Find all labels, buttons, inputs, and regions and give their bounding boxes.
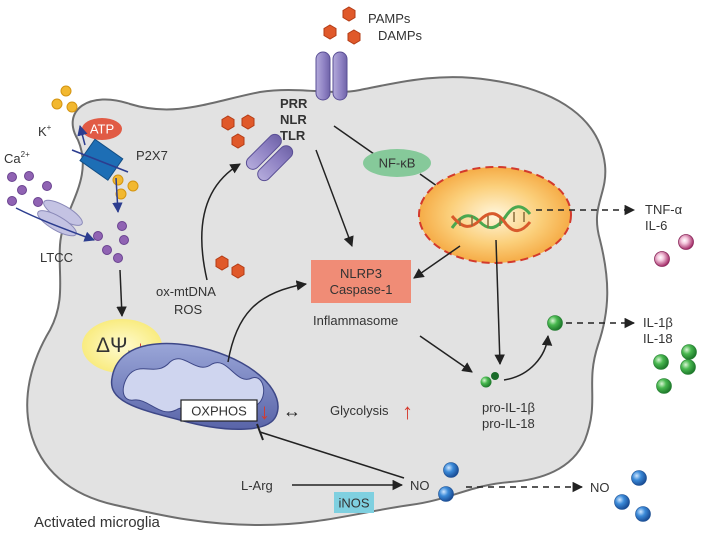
nfkb-badge <box>363 149 431 177</box>
internal-pamp-particles <box>215 114 255 279</box>
p2x7-channel <box>71 138 129 181</box>
nfkb-label: NF-κB <box>379 156 416 171</box>
tnf-il6-cytokines <box>654 234 694 267</box>
k-efflux-arrow <box>77 124 88 146</box>
pamp-hexagon <box>231 133 245 149</box>
mito-to-nlrp3-arrow <box>227 280 308 363</box>
tnf-label: TNF-α <box>645 202 683 217</box>
inflammasome-label: Inflammasome <box>313 313 398 328</box>
il6-label: IL-6 <box>645 218 667 233</box>
pro-il-to-mature-arrow <box>503 334 553 381</box>
prr-to-nfkb-line <box>333 125 375 155</box>
pamp-hexagon <box>347 29 361 45</box>
cell-label: Activated microglia <box>34 514 161 531</box>
atp-label: ATP <box>90 122 114 137</box>
ca-ions-inside <box>93 221 129 263</box>
inhibition-bar <box>256 423 264 441</box>
atp-badge <box>82 118 122 140</box>
pamp-hexagon <box>342 6 356 22</box>
il1b-il18-secreted <box>653 344 697 394</box>
dna-helix-icon <box>450 205 532 232</box>
inos-box <box>334 492 374 513</box>
nlr-label: NLR <box>280 112 307 127</box>
no-particles-inside <box>438 462 459 502</box>
ros-label: ROS <box>174 302 203 317</box>
mature-il1b-particle <box>547 315 563 331</box>
damps-label: DAMPs <box>378 28 423 43</box>
ca-to-psi-arrow <box>116 269 127 318</box>
tlr-label: TLR <box>280 128 306 143</box>
tlr-to-nlrp3-arrow <box>315 149 354 247</box>
no-particles-outside <box>614 470 651 522</box>
k-ion-label: K+ <box>38 123 52 139</box>
ca-ion-label: Ca2+ <box>4 150 30 166</box>
prr-label: PRR <box>280 96 308 111</box>
nlrp3-label: NLRP3 <box>340 266 382 281</box>
oxphos-glycolysis-double-arrow: ↔ <box>283 401 301 421</box>
ca-influx-arrow-ltcc <box>15 207 95 242</box>
il18-label: IL-18 <box>643 331 673 346</box>
mito-to-tlr-arrow <box>201 163 241 281</box>
intracellular-tlr-receptor <box>245 133 294 182</box>
caspase-label: Caspase-1 <box>330 282 393 297</box>
oxphos-down-arrow: ↓ <box>259 399 270 424</box>
pamp-hexagon <box>221 115 235 131</box>
no-inside-label: NO <box>410 478 430 493</box>
pamp-hexagon <box>323 24 337 40</box>
no-outside-label: NO <box>590 480 610 495</box>
pro-il18-label: pro-IL-18 <box>482 416 535 431</box>
pamp-hexagon <box>241 114 255 130</box>
l-arg-label: L-Arg <box>241 478 273 493</box>
k-ions <box>51 85 139 200</box>
glycolysis-up-arrow: ↑ <box>402 399 413 424</box>
nucleus-to-pro-il-arrow <box>494 239 505 366</box>
pamps-label: PAMPs <box>368 11 411 26</box>
oxphos-box <box>180 399 258 422</box>
pro-il1b-label: pro-IL-1β <box>482 400 535 415</box>
ca-ions-outside <box>7 171 52 207</box>
no-inhibits-oxphos-line <box>259 431 405 479</box>
ca-influx-arrow-p2x7 <box>112 177 123 214</box>
inos-label: iNOS <box>338 496 369 511</box>
pamp-hexagon <box>215 255 229 271</box>
prr-membrane-receptor <box>315 51 348 101</box>
pro-il-particles <box>480 372 499 388</box>
p2x7-label: P2X7 <box>136 148 168 163</box>
nlrp3-caspase-box <box>311 260 411 303</box>
inflammasome-to-pro-il-arrow <box>419 335 473 373</box>
ox-mtdna-label: ox-mtDNA <box>156 284 216 299</box>
oxphos-label: OXPHOS <box>191 404 247 419</box>
pamp-hexagon <box>231 263 245 279</box>
ltcc-label: LTCC <box>40 250 73 265</box>
pamps-damps-particles <box>323 6 361 45</box>
glycolysis-label: Glycolysis <box>330 403 389 418</box>
nucleus-to-nlrp3-arrow <box>413 245 461 279</box>
il1b-label: IL-1β <box>643 315 673 330</box>
